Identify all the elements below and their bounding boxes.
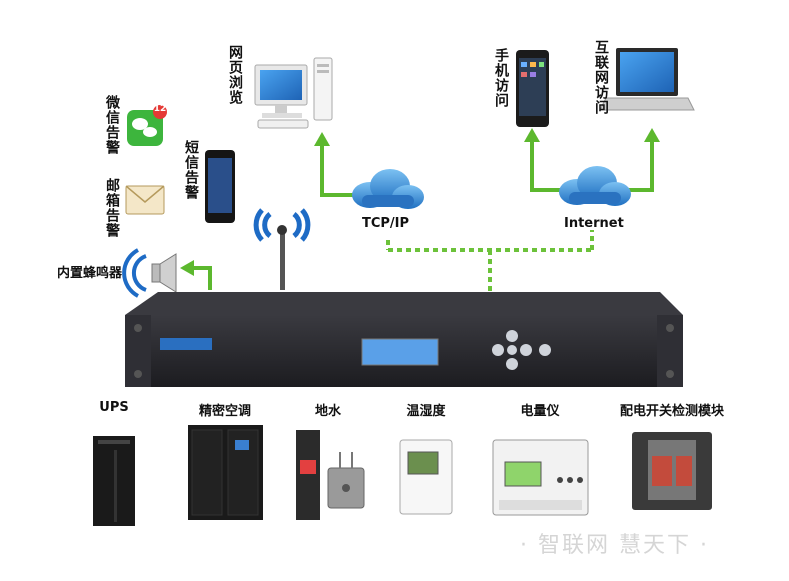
device-label-temp-humidity: 温湿度 xyxy=(406,404,446,419)
internet-cloud-icon xyxy=(559,166,631,206)
label-mobile-access: 手机访问 xyxy=(493,48,509,108)
label-internet-access: 互联网访问 xyxy=(593,40,609,115)
speaker-icon xyxy=(122,248,177,298)
wechat-badge: 12 xyxy=(153,104,167,114)
lcd-display xyxy=(361,338,439,366)
label-internet: Internet xyxy=(564,216,624,231)
dashed-links xyxy=(386,230,594,292)
label-email-alarm: 邮箱告警 xyxy=(104,178,120,238)
antenna-icon xyxy=(280,232,285,290)
email-icon xyxy=(125,185,165,215)
temp-humidity-icon xyxy=(399,439,453,515)
switch-module-icon xyxy=(632,432,712,510)
link-mobile-to-internet xyxy=(530,138,566,192)
laptop-icon xyxy=(599,48,695,111)
water-sensor-icon xyxy=(296,430,365,520)
host-chassis xyxy=(125,292,683,387)
green-links xyxy=(180,128,660,290)
device-label-switch-module: 配电开关检测模块 xyxy=(619,404,725,419)
label-buzzer: 内置蜂鸣器 xyxy=(57,266,123,281)
desktop-computer-icon xyxy=(254,57,333,129)
device-label-water: 地水 xyxy=(314,404,342,419)
link-web-to-tcpip xyxy=(320,142,360,197)
label-wechat-alarm: 微信告警 xyxy=(104,95,120,155)
precision-ac-icon xyxy=(188,425,263,520)
brand-logo xyxy=(160,338,212,350)
device-label-power-meter: 电量仪 xyxy=(520,404,560,419)
watermark: · 智联网 慧天下 · xyxy=(520,533,709,558)
device-label-precision-ac: 精密空调 xyxy=(198,404,252,419)
label-tcpip: TCP/IP xyxy=(362,216,410,231)
wechat-icon xyxy=(127,105,167,146)
sms-phone-icon xyxy=(205,150,235,223)
tcpip-cloud-icon xyxy=(352,169,424,209)
label-web-browse: 网页浏览 xyxy=(227,45,243,105)
wifi-antenna-icon xyxy=(253,208,311,242)
link-buzzer xyxy=(192,266,212,290)
ups-icon xyxy=(93,436,135,526)
mobile-phone-icon xyxy=(516,50,549,127)
power-meter-icon xyxy=(492,439,589,516)
device-label-ups: UPS xyxy=(99,400,129,415)
keypad xyxy=(492,330,551,370)
label-sms-alarm: 短信告警 xyxy=(183,140,199,200)
